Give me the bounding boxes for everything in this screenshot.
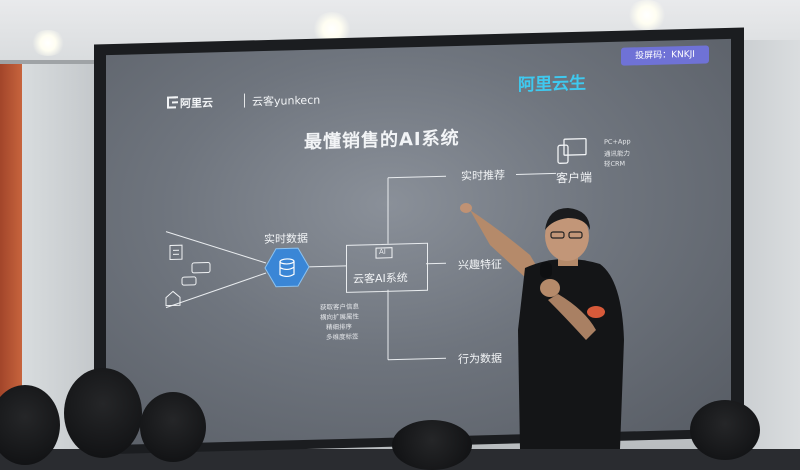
audience-head-4 [392,420,472,470]
audience-head-3 [140,392,206,462]
audience-head-2 [64,368,142,458]
audience-head-5 [690,400,760,460]
